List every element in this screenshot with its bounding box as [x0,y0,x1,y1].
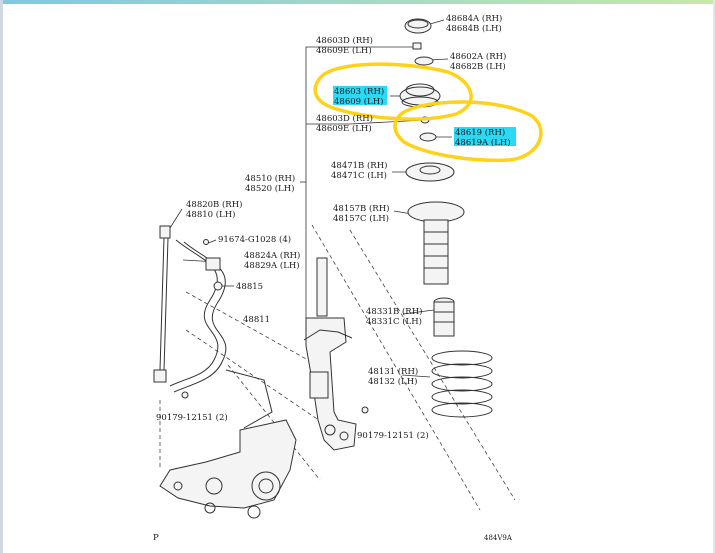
coil-spring [431,350,493,418]
window-right-edge [713,0,715,553]
footer-diagram-code: 484V9A [484,534,513,542]
yellow-circle-48619 [393,100,543,163]
stabilizer [153,225,227,399]
label-48684: 48684A (RH)48684B (LH) [446,13,502,34]
upper-mount-parts [399,18,455,182]
label-48603d-top: 48603D (RH)48609E (LH) [316,35,373,56]
label-90179-left: 90179-12151 (2) [156,412,228,423]
label-90179-right: 90179-12151 (2) [357,430,429,441]
dust-boot [407,201,465,337]
yellow-circle-48603 [313,62,473,121]
label-48619: 48619 (RH)48619A (LH) [455,127,511,148]
label-48471: 48471B (RH)48471C (LH) [331,160,387,181]
label-48510: 48510 (RH)48520 (LH) [245,173,295,194]
window-top-gradient [0,0,715,4]
label-48682: 48602A (RH)48682B (LH) [450,51,506,72]
label-48131: 48131 (RH)48132 (LH) [368,366,418,387]
steering-knuckle [159,369,297,519]
highlight-48619 [454,127,516,146]
label-91674: 91674-G1028 (4) [218,234,291,245]
window-left-edge [0,0,3,553]
label-48157: 48157B (RH)48157C (LH) [333,203,389,224]
strut-body [303,257,369,451]
part-labels: 48684A (RH)48684B (LH) 48603D (RH)48609E… [156,13,511,441]
label-48820: 48820B (RH)48810 (LH) [186,199,242,220]
label-48815: 48815 [236,282,263,292]
highlight-48603 [333,86,387,105]
footer-left-mark: P [153,533,159,543]
label-48824: 48824A (RH)48829A (LH) [244,250,300,271]
label-48331: 48331B (RH)48331C (LH) [366,306,422,327]
label-48603d-mid: 48603D (RH)48609E (LH) [316,113,373,134]
label-48811: 48811 [243,315,270,325]
label-48603: 48603 (RH)48609 (LH) [334,86,384,107]
